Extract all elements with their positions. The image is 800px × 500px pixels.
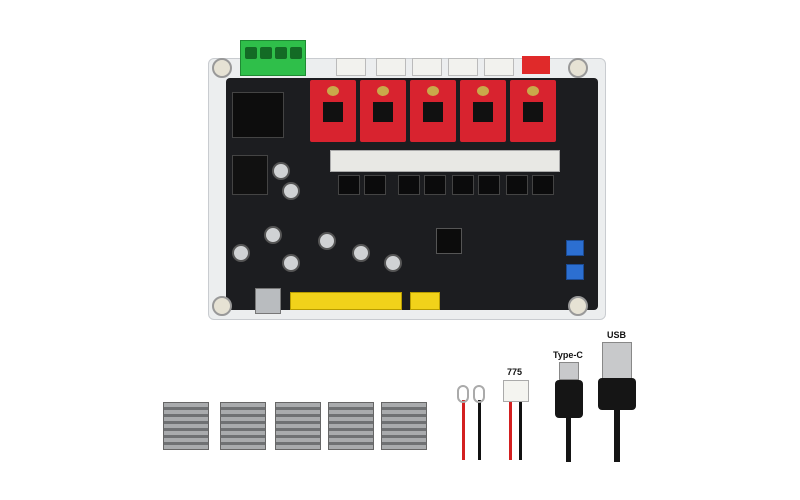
white-connector xyxy=(448,58,478,76)
capacitor xyxy=(264,226,282,244)
usb-housing xyxy=(598,378,636,410)
spade-terminal-black xyxy=(473,385,485,403)
775-connector xyxy=(503,380,529,402)
mosfet xyxy=(452,175,474,195)
stepper-driver-module xyxy=(360,80,406,142)
775-red-wire xyxy=(509,402,512,460)
red-connector xyxy=(522,56,550,74)
usb-a-plug xyxy=(602,342,632,380)
type-c-cable xyxy=(566,418,571,462)
stepper-driver-module xyxy=(310,80,356,142)
usb-b-port xyxy=(255,288,281,314)
mosfet xyxy=(364,175,386,195)
green-power-terminal xyxy=(240,40,306,76)
mosfet xyxy=(532,175,554,195)
775-black-wire xyxy=(519,402,522,460)
white-connector xyxy=(376,58,406,76)
white-connector xyxy=(412,58,442,76)
type-c-label: Type-C xyxy=(553,350,583,360)
capacitor xyxy=(318,232,336,250)
yellow-pin-header-left xyxy=(290,292,402,310)
mosfet xyxy=(338,175,360,195)
stepper-driver-module xyxy=(410,80,456,142)
standoff-screw xyxy=(212,58,232,78)
microcontroller-chip xyxy=(436,228,462,254)
mosfet xyxy=(424,175,446,195)
heatsink xyxy=(275,402,321,450)
stepper-driver-module xyxy=(510,80,556,142)
yellow-pin-header-right xyxy=(410,292,440,310)
type-c-housing xyxy=(555,380,583,418)
power-module xyxy=(232,92,284,138)
standoff-screw xyxy=(212,296,232,316)
connector-775-label: 775 xyxy=(507,367,523,377)
white-connector xyxy=(336,58,366,76)
heatsink xyxy=(163,402,209,450)
capacitor xyxy=(272,162,290,180)
standoff-screw xyxy=(568,58,588,78)
heatsink xyxy=(381,402,427,450)
capacitor xyxy=(232,244,250,262)
capacitor xyxy=(282,182,300,200)
standoff-screw xyxy=(568,296,588,316)
usb-cable xyxy=(614,410,620,462)
mosfet xyxy=(506,175,528,195)
blue-port-1 xyxy=(566,240,584,256)
usb-label: USB xyxy=(607,330,627,340)
blue-port-2 xyxy=(566,264,584,280)
white-header-row xyxy=(330,150,560,172)
inductor xyxy=(232,155,268,195)
red-wire xyxy=(462,400,465,460)
black-wire xyxy=(478,400,481,460)
capacitor xyxy=(352,244,370,262)
stepper-driver-module xyxy=(460,80,506,142)
mosfet xyxy=(398,175,420,195)
type-c-plug xyxy=(559,362,579,380)
heatsink xyxy=(220,402,266,450)
spade-terminal-red xyxy=(457,385,469,403)
mosfet xyxy=(478,175,500,195)
white-connector xyxy=(484,58,514,76)
heatsink xyxy=(328,402,374,450)
capacitor xyxy=(282,254,300,272)
capacitor xyxy=(384,254,402,272)
